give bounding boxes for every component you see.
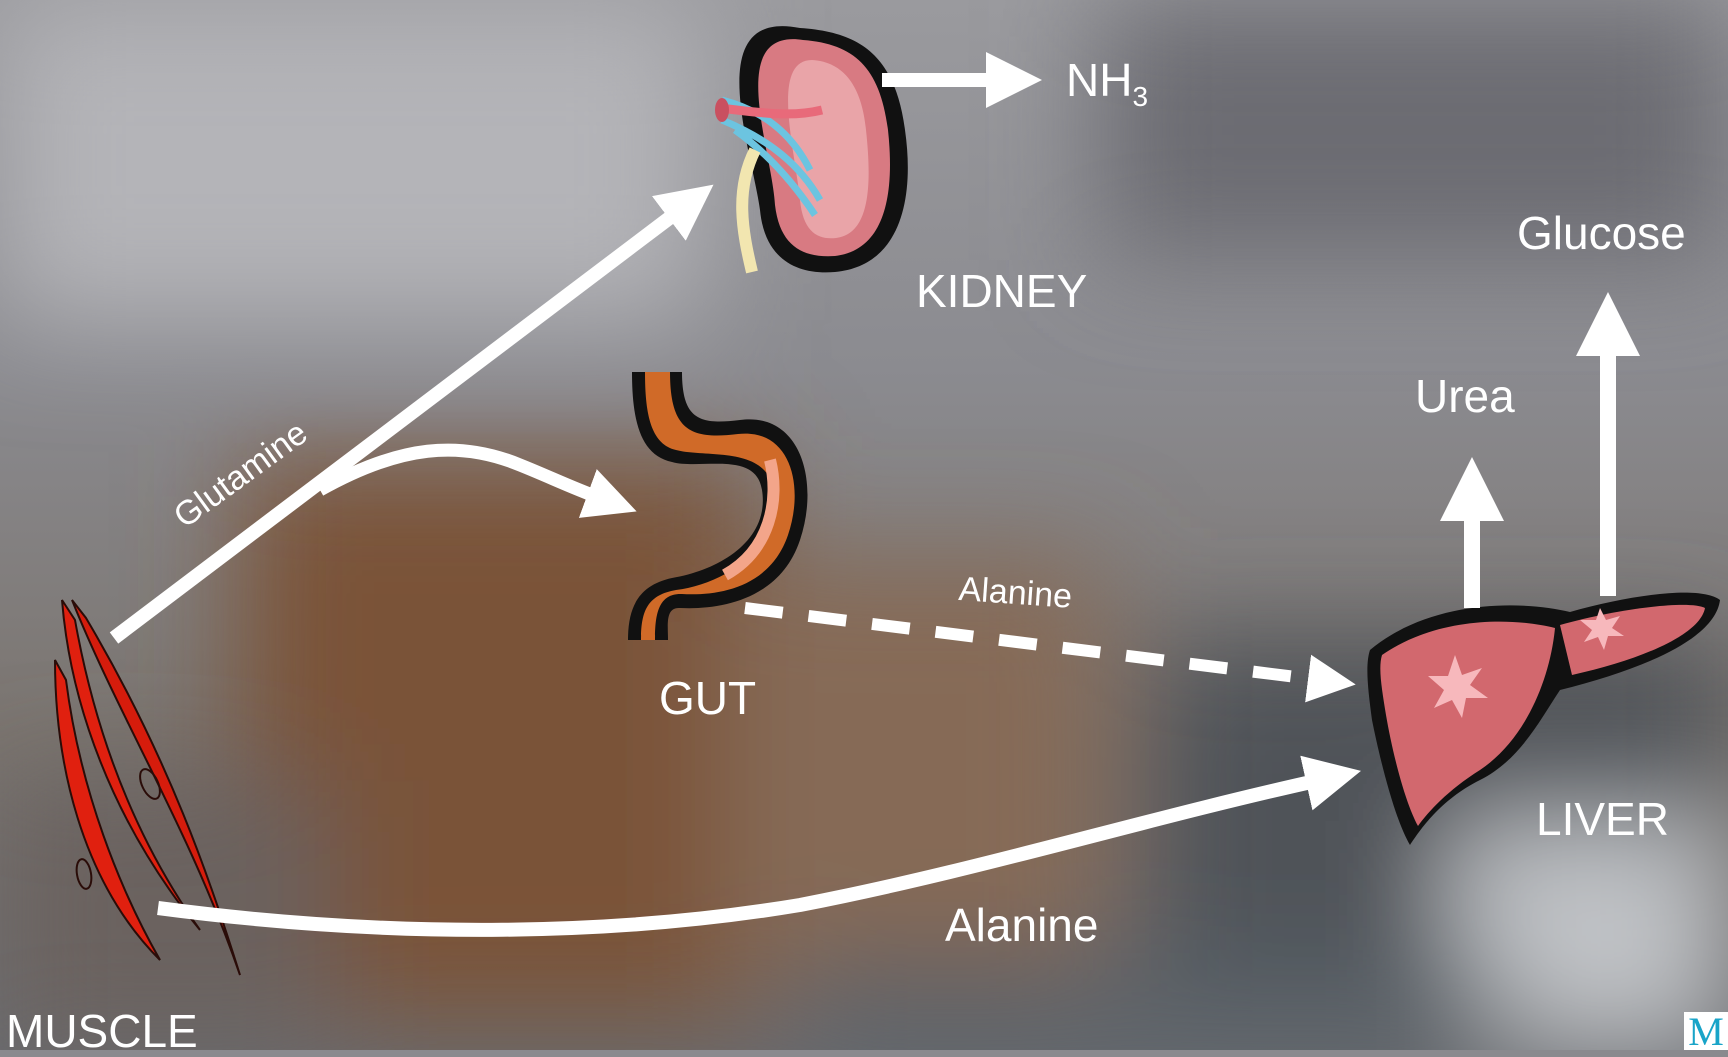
logo: M [1684,1012,1728,1050]
nh3-subscript: 3 [1132,81,1148,112]
nh3-label: NH3 [1066,57,1148,111]
gut-label: GUT [659,675,756,721]
muscle-label: MUSCLE [6,1008,198,1054]
alanine-muscle-liver-label: Alanine [945,902,1098,948]
urea-label: Urea [1415,373,1515,419]
glucose-label: Glucose [1517,210,1686,256]
liver-label: LIVER [1536,796,1669,842]
alanine-gut-liver-label: Alanine [958,572,1074,614]
kidney-label: KIDNEY [916,268,1087,314]
nh3-base: NH [1066,54,1132,106]
